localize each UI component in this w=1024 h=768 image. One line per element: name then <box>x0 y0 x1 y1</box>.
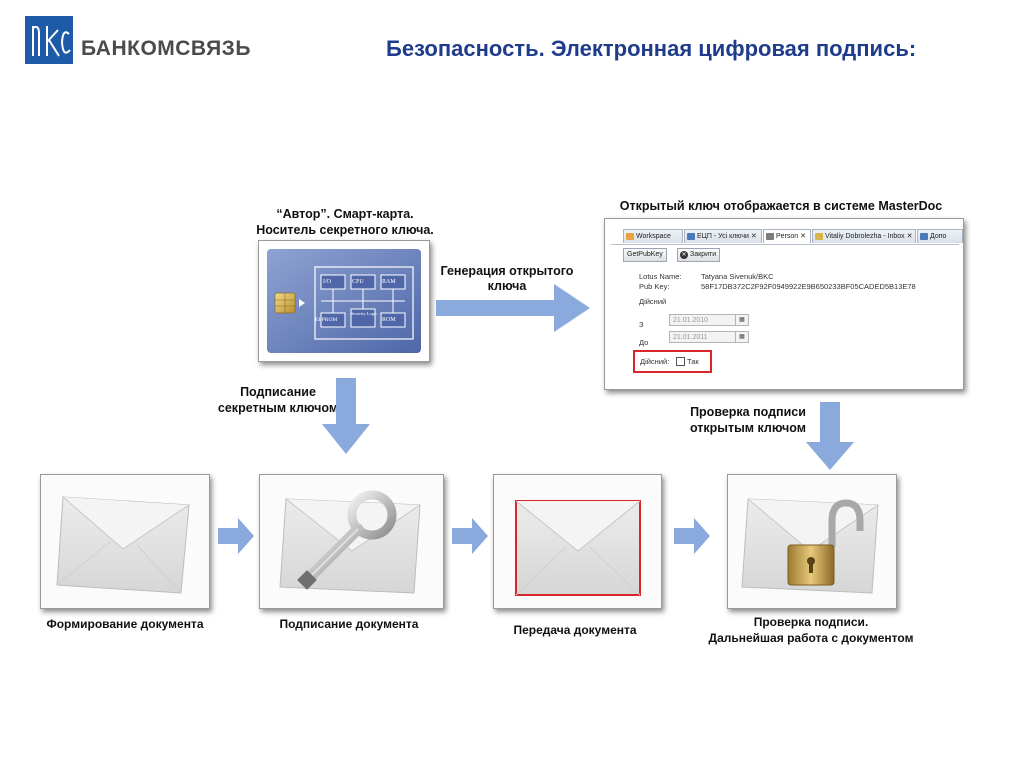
tab-person[interactable]: Person ✕ <box>763 229 811 243</box>
close-icon: ✕ <box>680 251 688 259</box>
calendar-icon[interactable]: ▦ <box>735 332 748 342</box>
to-date-field[interactable]: 21.01.2011 ▦ <box>669 331 749 343</box>
form-icon <box>920 233 928 240</box>
arrow-right-icon <box>436 284 590 332</box>
to-label: До <box>639 338 649 347</box>
step-transfer-caption: Передача документа <box>513 623 637 637</box>
masterdoc-tabbar: Workspace ЕЦП - Усі ключи ✕ Person ✕ Vit… <box>611 229 963 244</box>
envelope-icon <box>56 496 190 594</box>
smartcard-caption-line1: “Автор”. Смарт-карта. <box>276 207 414 221</box>
lotus-name-label: Lotus Name: <box>639 272 682 281</box>
pub-key-value: 58F17DB372C2F92F0949922E9B650233BF05CADE… <box>701 282 916 291</box>
from-date-value: 21.01.2010 <box>673 317 709 324</box>
arrow-down-icon <box>806 402 854 470</box>
generation-arrow <box>432 280 594 336</box>
tab-label: ЕЦП - Усі ключи <box>697 233 749 240</box>
smartcard-image <box>258 240 430 362</box>
step-sign-caption: Подписание документа <box>279 617 419 631</box>
step-verify-image <box>727 474 897 609</box>
from-label: З <box>639 320 644 329</box>
to-date-value: 21.01.2011 <box>673 334 708 341</box>
arrow-right-icon <box>218 518 254 554</box>
envelope-with-open-lock-icon <box>741 498 879 594</box>
valid-checkbox-highlight <box>633 350 712 373</box>
valid-checkbox-label: Дійсний: <box>640 357 670 366</box>
tab-ecp-keys[interactable]: ЕЦП - Усі ключи ✕ <box>684 229 762 243</box>
signing-label-line2: секретным ключом <box>217 401 339 415</box>
generation-label-line2: ключа <box>487 279 527 293</box>
close-form-button[interactable]: ✕ Закрити <box>677 248 721 262</box>
step-verify-caption-line2: Дальнейшая работа с документом <box>708 631 914 645</box>
tab-more[interactable]: Допо <box>917 229 963 243</box>
verify-label-line2: открытым ключом <box>689 421 807 435</box>
tab-workspace[interactable]: Workspace <box>623 229 683 243</box>
arrow-right-icon <box>674 518 710 554</box>
envelope-with-key-icon <box>279 490 421 594</box>
step-sign-image <box>259 474 444 609</box>
padlock-open-icon <box>787 499 864 586</box>
mail-icon <box>815 233 823 240</box>
smart-card-icon <box>267 249 421 353</box>
getpubkey-button[interactable]: GetPubKey <box>623 248 667 262</box>
step-form-caption: Формирование документа <box>46 617 204 631</box>
lotus-name-value: Tatyana Sivenuk/BKC <box>701 272 774 281</box>
company-name: БАНКОМСВЯЗЬ <box>81 37 251 60</box>
valid-checkbox-value: Так <box>687 357 699 366</box>
tab-label: Person <box>776 233 799 240</box>
tab-label: Workspace <box>636 233 671 240</box>
tabbar-divider <box>611 244 959 245</box>
step-verify-caption-line1: Проверка подписи. <box>753 615 869 629</box>
from-date-field[interactable]: 21.01.2010 ▦ <box>669 314 749 326</box>
masterdoc-caption: Открытый ключ отображается в системе Mas… <box>619 199 943 213</box>
verify-label: Проверка подписи открытым ключом <box>680 404 816 436</box>
envelope-signed-icon <box>515 500 641 596</box>
masterdoc-screenshot: Workspace ЕЦП - Усі ключи ✕ Person ✕ Vit… <box>604 218 964 390</box>
smartcard-caption-line2: Носитель секретного ключа. <box>256 223 434 237</box>
valid-checkbox[interactable] <box>676 357 685 366</box>
valid-heading: Дійсний <box>639 297 667 306</box>
folder-icon <box>626 233 634 240</box>
pub-key-label: Pub Key: <box>639 282 670 291</box>
step-verify-caption: Проверка подписи. Дальнейшая работа с до… <box>700 614 922 646</box>
document-icon <box>766 233 774 240</box>
logo-monogram-icon <box>25 16 73 64</box>
flow-arrow-2 <box>450 514 490 558</box>
arrow-down-icon <box>322 378 370 454</box>
smartcard-caption: “Автор”. Смарт-карта. Носитель секретног… <box>240 206 450 238</box>
tab-label: Vitaliy Dobrolezha - Inbox <box>825 233 905 240</box>
tab-label: Допо <box>930 233 947 240</box>
view-icon <box>687 233 695 240</box>
calendar-icon[interactable]: ▦ <box>735 315 748 325</box>
close-form-label: Закрити <box>690 251 717 258</box>
signing-label-line1: Подписание <box>240 385 316 399</box>
signing-label: Подписание секретным ключом <box>208 384 348 416</box>
generation-label-line1: Генерация открытого <box>440 264 574 278</box>
step-transfer-image <box>493 474 662 609</box>
step-form-image <box>40 474 210 609</box>
generation-label: Генерация открытого ключа <box>436 264 578 294</box>
verify-label-line1: Проверка подписи <box>690 405 806 419</box>
tab-inbox[interactable]: Vitaliy Dobrolezha - Inbox ✕ <box>812 229 916 243</box>
signing-arrow <box>320 376 372 456</box>
company-logo <box>25 16 73 64</box>
flow-arrow-3 <box>672 514 712 558</box>
verify-arrow <box>804 400 856 472</box>
page-title: Безопасность. Электронная цифровая подпи… <box>386 36 917 61</box>
flow-arrow-1 <box>216 514 256 558</box>
arrow-right-icon <box>452 518 488 554</box>
